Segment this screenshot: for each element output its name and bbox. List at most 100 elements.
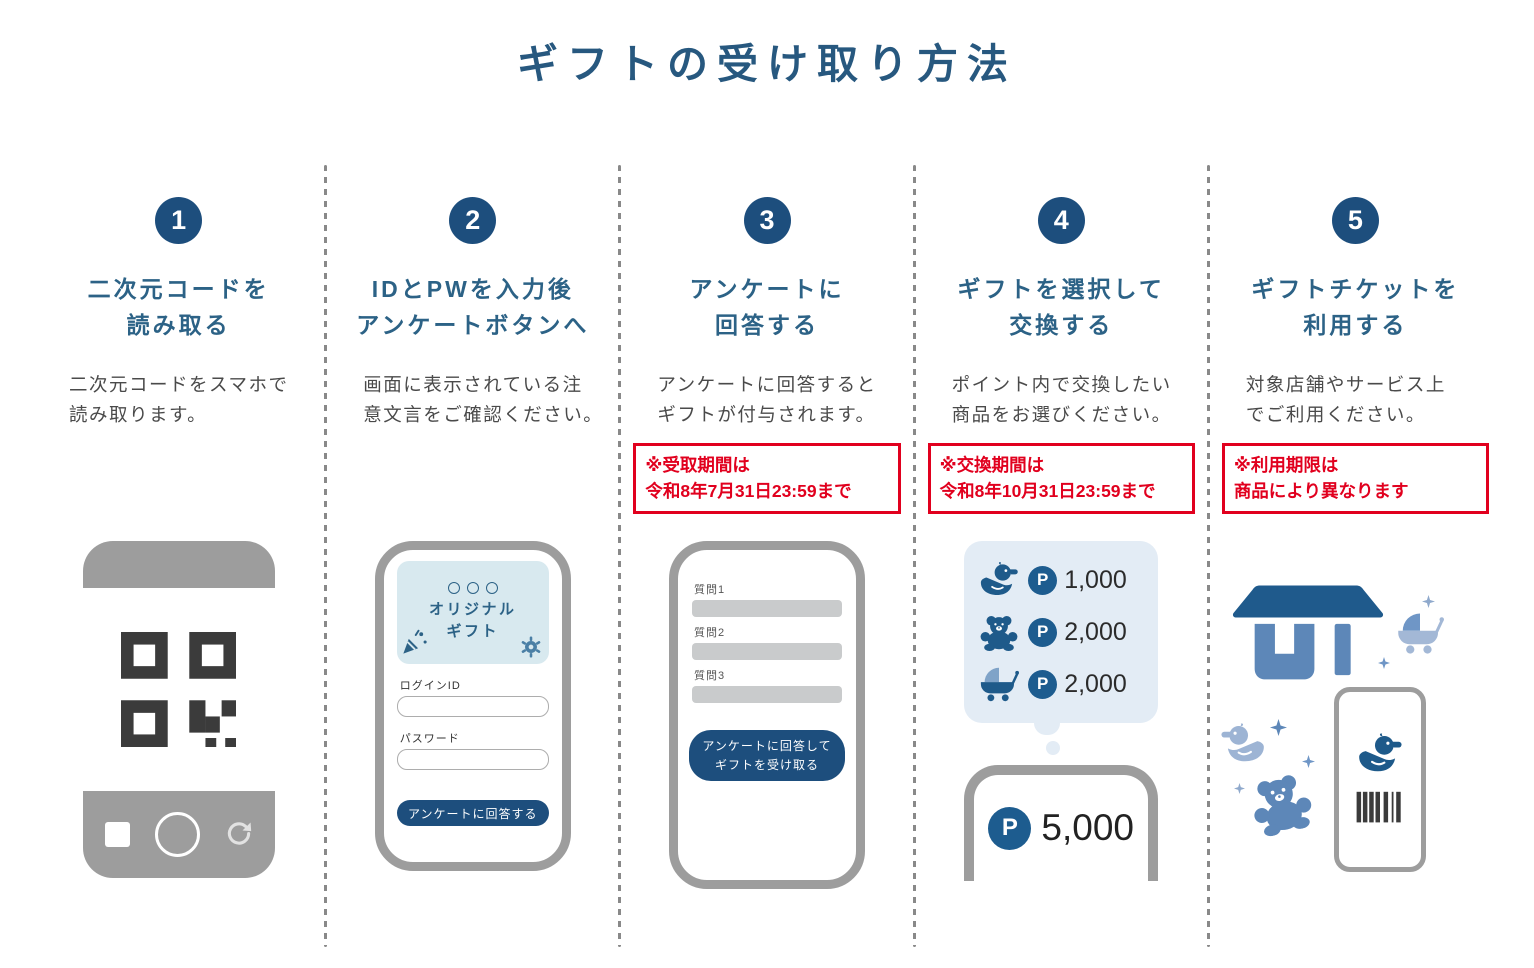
- step-title: IDとPWを入力後 アンケートボタンへ: [356, 272, 589, 344]
- barcode-icon: [1357, 791, 1402, 823]
- step-description-line: 画面に表示されている注: [363, 374, 583, 395]
- step-5-column: 5 ギフトチケットを 利用する 対象店舗やサービス上 でご利用ください。 ※利用…: [1210, 165, 1501, 947]
- notice-line: 令和8年7月31日23:59まで: [645, 481, 852, 502]
- notice-line: ※交換期間は: [939, 455, 1045, 475]
- button-label-line: ギフトを受け取る: [714, 757, 819, 772]
- duck-icon: [1220, 723, 1266, 763]
- gift-options-bubble: P 1,000 P 2,000 P 2,000: [964, 541, 1159, 723]
- points-balance-phone: P 5,000: [964, 765, 1159, 881]
- gift-selection-illustration: P 1,000 P 2,000 P 2,000: [916, 541, 1207, 947]
- column-divider: [618, 165, 622, 947]
- step-description-line: でご利用ください。: [1245, 403, 1426, 425]
- gift-point-value: 2,000: [1064, 617, 1127, 646]
- step-description-line: 意文言をご確認ください。: [363, 403, 604, 425]
- notice-slot: [327, 443, 618, 529]
- step-title-line: ギフトを選択して: [957, 276, 1165, 302]
- question-label: 質問1: [694, 584, 726, 596]
- gift-option-row: P 2,000: [979, 658, 1143, 710]
- app-name-line: オリジナル: [429, 600, 517, 618]
- sparkle-icon: [1378, 657, 1391, 669]
- password-label: パスワード: [399, 733, 460, 745]
- gear-icon: [521, 636, 541, 658]
- party-popper-icon: [402, 629, 428, 655]
- question-label: 質問2: [694, 627, 726, 639]
- step-description-line: アンケートに回答すると: [657, 374, 877, 395]
- bubble-tail: [1034, 723, 1061, 735]
- button-label-line: アンケートに回答して: [702, 739, 832, 753]
- step-title: ギフトを選択して 交換する: [958, 272, 1165, 344]
- step-1-column: 1 二次元コードを 読み取る 二次元コードをスマホで 読み取ります。: [33, 165, 324, 947]
- login-id-input[interactable]: [396, 696, 549, 717]
- notice-line: ※受取期間は: [645, 455, 750, 475]
- step-number-badge: 4: [1037, 197, 1085, 244]
- step-title-line: アンケートボタンへ: [356, 311, 590, 338]
- teddy-bear-icon: [1247, 771, 1317, 840]
- step-number-badge: 1: [155, 197, 203, 244]
- exchange-period-notice: ※交換期間は 令和8年10月31日23:59まで: [927, 443, 1195, 514]
- store-icon: [1233, 585, 1384, 680]
- duck-icon: [1358, 733, 1404, 773]
- column-divider: [1206, 165, 1210, 947]
- step-description-line: 対象店舗やサービス上: [1245, 374, 1446, 395]
- camera-bottom-bar: [83, 791, 275, 878]
- gallery-square-icon: [104, 822, 130, 847]
- column-divider: [912, 165, 916, 947]
- step-description-line: 読み取ります。: [69, 403, 208, 425]
- app-logo-card: オリジナル ギフト: [396, 561, 549, 664]
- step-title-line: ギフトチケットを: [1251, 276, 1460, 302]
- step-title-line: IDとPWを入力後: [371, 276, 574, 302]
- logo-dots: [447, 581, 498, 594]
- stroller-icon: [979, 666, 1020, 703]
- step-description: アンケートに回答すると ギフトが付与されます。: [621, 370, 912, 434]
- receipt-period-notice: ※受取期間は 令和8年7月31日23:59まで: [633, 443, 901, 514]
- answer-survey-button[interactable]: アンケートに回答する: [396, 800, 549, 826]
- duck-icon: [980, 561, 1019, 596]
- notice-slot: ※利用期限は 商品により異なります: [1210, 443, 1501, 529]
- gift-selection-stack: P 1,000 P 2,000 P 2,000: [964, 541, 1159, 881]
- question-answer-bar: [692, 600, 842, 617]
- notice-line: 商品により異なります: [1233, 481, 1409, 502]
- step-description: 二次元コードをスマホで 読み取ります。: [33, 370, 324, 434]
- step-description: ポイント内で交換したい 商品をお選びください。: [916, 370, 1207, 434]
- shutter-button-icon[interactable]: [155, 812, 201, 857]
- password-input[interactable]: [396, 749, 549, 770]
- survey-phone-illustration: 質問1 質問2 質問3 アンケートに回答して ギフトを受け取る: [621, 541, 912, 947]
- sparkle-icon: [1270, 719, 1288, 736]
- step-title-line: 回答する: [715, 311, 819, 338]
- sparkle-icon: [1422, 595, 1436, 608]
- question-label: 質問3: [694, 670, 726, 682]
- step-3-column: 3 アンケートに 回答する アンケートに回答すると ギフトが付与されます。 ※受…: [621, 165, 912, 947]
- page-title: ギフトの受け取り方法: [517, 41, 1017, 87]
- step-title: アンケートに 回答する: [689, 272, 844, 344]
- points-balance-value: 5,000: [1041, 807, 1134, 848]
- point-icon: P: [1028, 565, 1058, 595]
- teddy-bear-icon: [980, 615, 1018, 651]
- steps-row: 1 二次元コードを 読み取る 二次元コードをスマホで 読み取ります。: [33, 165, 1501, 947]
- login-id-label: ログインID: [399, 680, 461, 692]
- receive-gift-button[interactable]: アンケートに回答して ギフトを受け取る: [689, 730, 845, 782]
- stroller-icon: [1397, 612, 1445, 655]
- step-title-line: 二次元コードを: [87, 276, 270, 302]
- camera-switch-icon: [227, 821, 253, 845]
- step-description: 画面に表示されている注 意文言をご確認ください。: [327, 370, 618, 434]
- survey-phone: 質問1 質問2 質問3 アンケートに回答して ギフトを受け取る: [669, 541, 865, 889]
- step-number-badge: 3: [743, 197, 791, 244]
- app-name-line: ギフト: [446, 623, 500, 640]
- step-description-line: ギフトが付与されます。: [657, 403, 876, 425]
- store-usage-scene: [1220, 541, 1446, 872]
- gift-option-row: P 2,000: [979, 606, 1143, 658]
- notice-slot: [33, 443, 324, 529]
- step-2-column: 2 IDとPWを入力後 アンケートボタンへ 画面に表示されている注 意文言をご確…: [327, 165, 618, 947]
- notice-slot: ※受取期間は 令和8年7月31日23:59まで: [621, 443, 912, 529]
- question-answer-bar: [692, 643, 842, 660]
- step-number-badge: 5: [1331, 197, 1379, 244]
- step-title-line: 交換する: [1009, 311, 1114, 338]
- point-icon: P: [1028, 669, 1058, 699]
- camera-viewfinder: [82, 588, 275, 791]
- gift-point-value: 1,000: [1064, 565, 1127, 594]
- step-title-line: 読み取る: [126, 311, 231, 338]
- question-answer-bar: [692, 686, 842, 703]
- sparkle-icon: [1302, 755, 1316, 768]
- qr-code-icon: [121, 632, 237, 747]
- step-description-line: ポイント内で交換したい: [951, 374, 1172, 395]
